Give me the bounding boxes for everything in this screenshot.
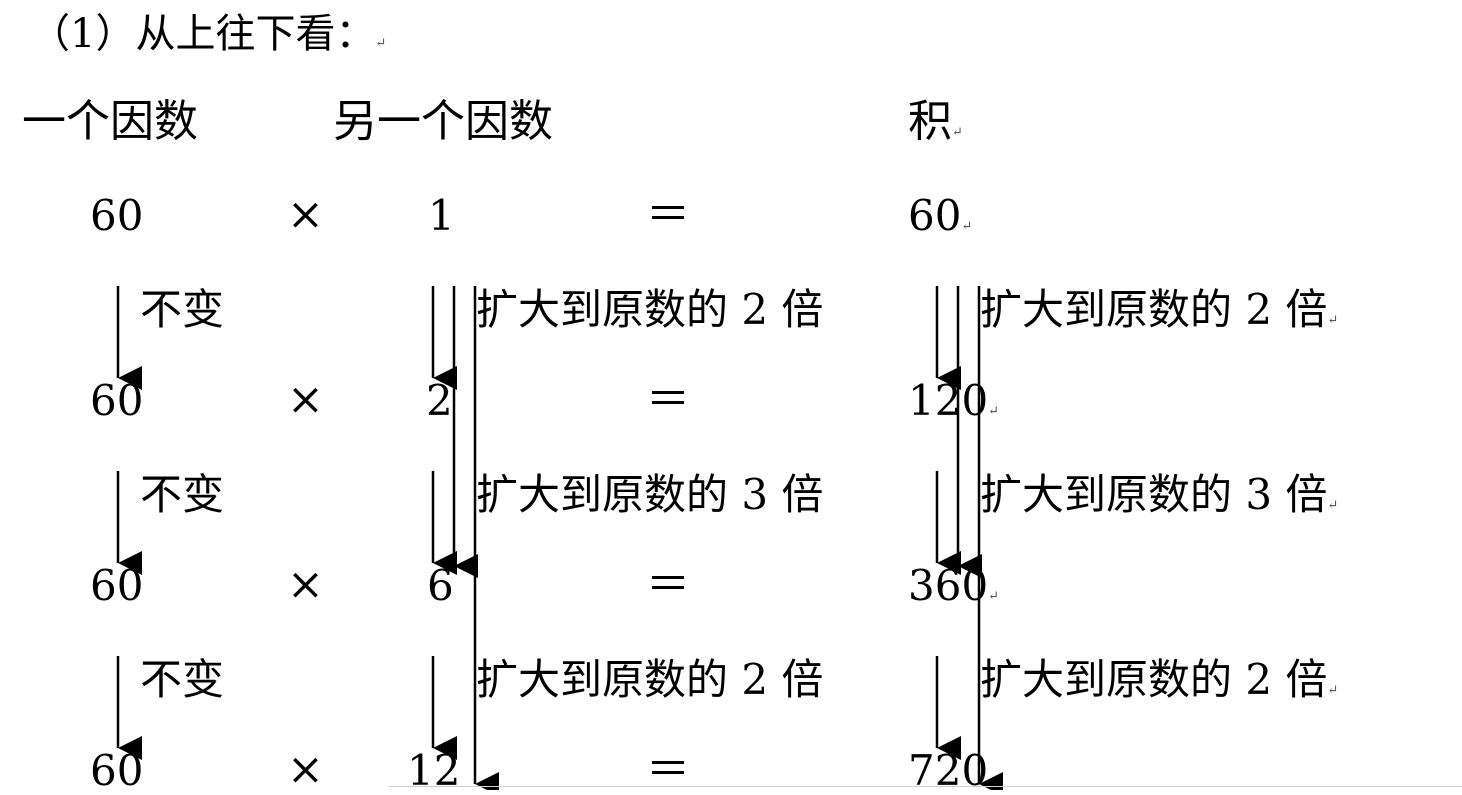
row-3-times: × (287, 744, 324, 795)
paragraph-mark: ↵ (375, 36, 387, 51)
row-2-equals: ＝ (646, 559, 690, 610)
change-2-factor: 不变 (140, 655, 225, 704)
header-other-factor: 另一个因数 (333, 96, 553, 147)
change-1-factor: 不变 (140, 470, 225, 519)
header-product: 积↵ (908, 96, 963, 147)
change-2-other: 扩大到原数的 2 倍 (476, 655, 824, 704)
section-title: （1）从上往下看：↵ (30, 11, 387, 57)
row-0-factor: 60 (90, 191, 144, 240)
page-bottom-rule (388, 786, 1462, 787)
change-0-product: 扩大到原数的 2 倍↵ (980, 285, 1339, 334)
row-2-times: × (287, 559, 324, 610)
change-0-factor: 不变 (140, 285, 225, 334)
row-1-times: × (287, 374, 324, 425)
row-3-equals: ＝ (646, 744, 690, 795)
header-factor: 一个因数 (22, 96, 198, 147)
change-1-other: 扩大到原数的 3 倍 (476, 470, 824, 519)
row-0-product: 60↵ (908, 191, 973, 240)
row-0-other: 1 (428, 191, 455, 240)
change-0-other: 扩大到原数的 2 倍 (476, 285, 824, 334)
change-1-product: 扩大到原数的 3 倍↵ (980, 470, 1339, 519)
row-0-equals: ＝ (646, 189, 690, 240)
row-0-times: × (287, 189, 324, 240)
change-2-product: 扩大到原数的 2 倍↵ (980, 655, 1339, 704)
row-1-equals: ＝ (646, 374, 690, 425)
